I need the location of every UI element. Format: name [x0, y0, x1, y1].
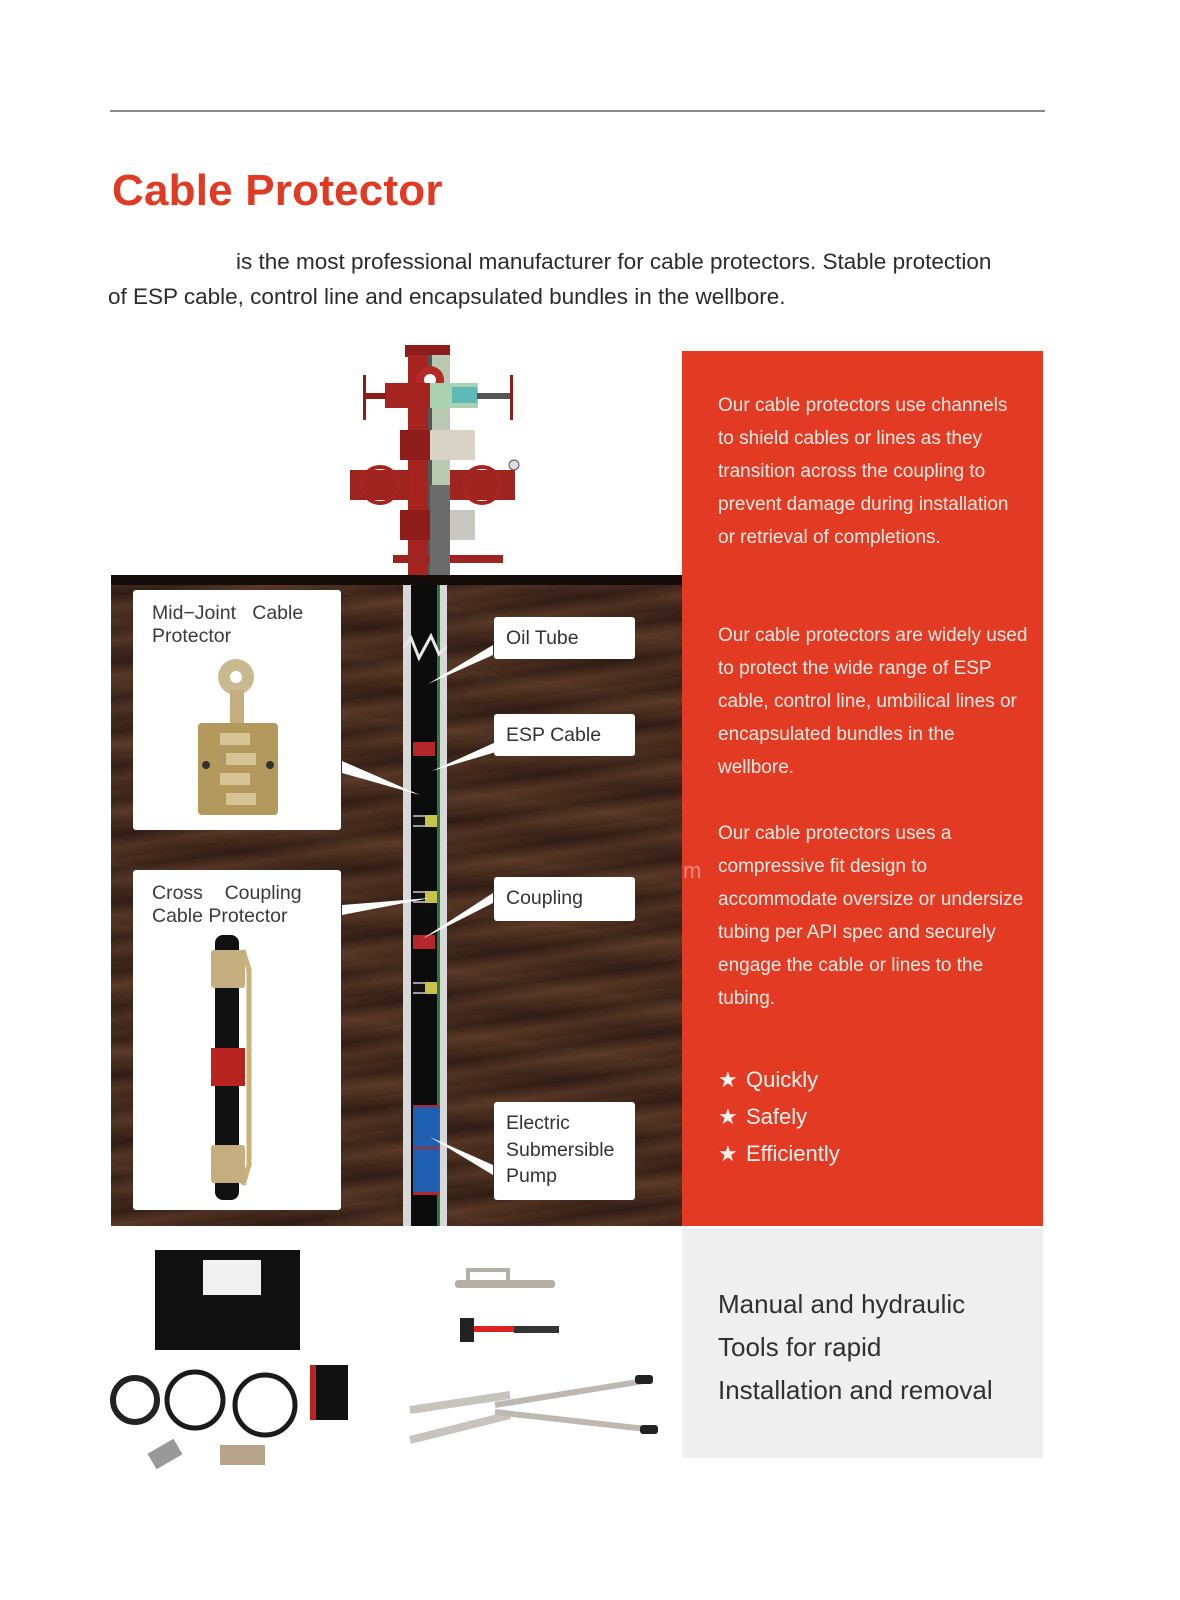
description-paragraph-2: Our cable protectors are widely used to … [718, 625, 1028, 778]
card-title: Cross Coupling Cable Protector [152, 882, 302, 927]
star-icon: ★ [718, 1141, 738, 1166]
mid-joint-protector-image [198, 659, 278, 815]
feature-list: ★Quickly ★Safely ★Efficiently [718, 1061, 840, 1172]
cable-protector-marker [413, 935, 435, 949]
tools-text-line-1: Manual and hydraulic [718, 1289, 966, 1319]
label-coupling: Coupling [494, 877, 635, 921]
card-title: Mid−Joint Cable Protector [152, 602, 304, 647]
cable-protector-marker [413, 742, 435, 756]
manual-tools [409, 1268, 658, 1444]
coupling-marker [425, 815, 437, 827]
mid-joint-protector-card: Mid−Joint Cable Protector [133, 590, 341, 830]
wellhead-illustration [350, 345, 520, 580]
description-paragraph-3: Our cable protectors uses a compressive … [718, 823, 1024, 1009]
page-title: Cable Protector [112, 166, 443, 215]
esp-pump-graphic [413, 1105, 439, 1195]
description-paragraph-1: Our cable protectors use channels to shi… [718, 395, 1009, 548]
tools-text-line-2: Tools for rapid [718, 1332, 882, 1362]
star-icon: ★ [718, 1104, 738, 1129]
label-electric-submersible-pump: Electric Submersible Pump [494, 1102, 635, 1200]
label-esp-cable: ESP Cable [494, 714, 635, 756]
hydraulic-tool-kit [110, 1250, 348, 1470]
feature-item: ★Quickly [718, 1061, 840, 1098]
cross-coupling-protector-card: Cross Coupling Cable Protector [133, 870, 341, 1210]
intro-line-2: of ESP cable, control line and encapsula… [108, 284, 786, 309]
watermark-fragment: m [683, 858, 702, 883]
features-panel: Our cable protectors use channels to shi… [682, 351, 1043, 1226]
feature-item: ★Efficiently [718, 1135, 840, 1172]
tools-text-line-3: Installation and removal [718, 1375, 993, 1405]
installation-tools-image [110, 1250, 658, 1470]
coupling-marker [425, 982, 437, 994]
break-symbol-icon [403, 632, 447, 662]
top-divider [110, 110, 1045, 112]
label-oil-tube: Oil Tube [494, 617, 635, 659]
coupling-marker [425, 891, 437, 903]
star-icon: ★ [718, 1067, 738, 1092]
intro-line-1: is the most professional manufacturer fo… [236, 249, 992, 274]
cross-coupling-protector-image [211, 935, 252, 1200]
feature-item: ★Safely [718, 1098, 840, 1135]
intro-text: is the most professional manufacturer fo… [108, 244, 1053, 314]
tools-panel: Manual and hydraulic Tools for rapid Ins… [682, 1228, 1043, 1458]
